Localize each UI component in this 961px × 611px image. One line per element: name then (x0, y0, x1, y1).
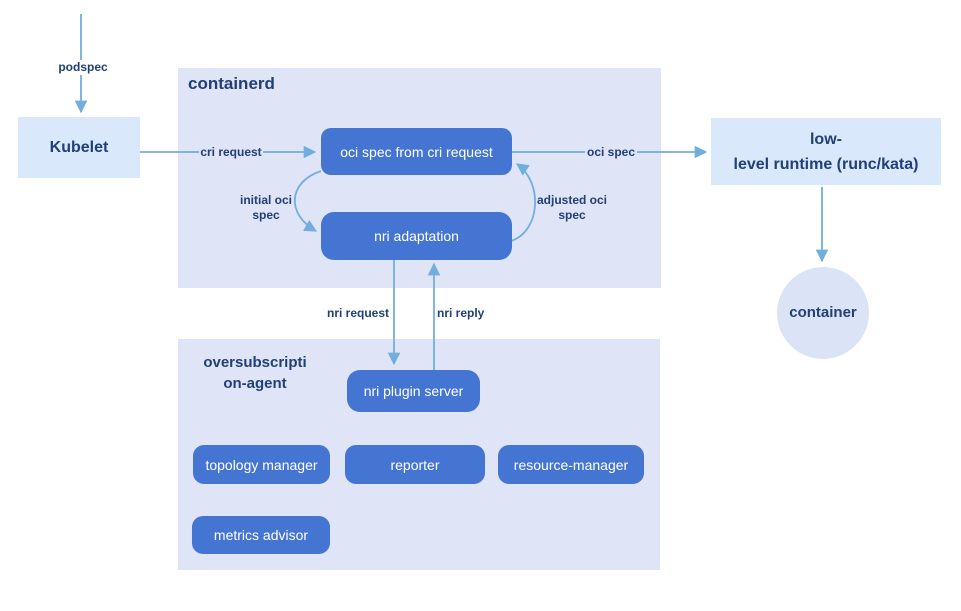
node-kubelet: Kubelet (18, 117, 140, 178)
containerd-title: containerd (188, 74, 275, 93)
node-metrics-advisor: metrics advisor (192, 516, 330, 554)
node-low-level-runtime: low- level runtime (runc/kata) (711, 118, 941, 185)
nri-request-label: nri request (322, 306, 389, 321)
podspec-label: podspec (51, 60, 115, 75)
initial-oci-spec-label: initial oci spec (239, 193, 292, 222)
node-container: container (777, 267, 869, 359)
oci-spec-label: oci spec (585, 145, 637, 160)
node-reporter: reporter (345, 445, 485, 484)
oversubscription-agent-title: oversubscripti on-agent (203, 354, 307, 392)
adjusted-oci-spec-label: adjusted oci spec (536, 193, 607, 222)
node-resource-manager: resource-manager (498, 445, 644, 484)
node-topology-manager: topology manager (193, 445, 330, 484)
node-oci-spec-from-cri-request: oci spec from cri request (321, 128, 512, 175)
nri-reply-label: nri reply (437, 306, 489, 321)
cri-request-label: cri request (199, 145, 263, 160)
node-nri-plugin-server: nri plugin server (347, 370, 480, 412)
node-nri-adaptation: nri adaptation (321, 212, 512, 260)
